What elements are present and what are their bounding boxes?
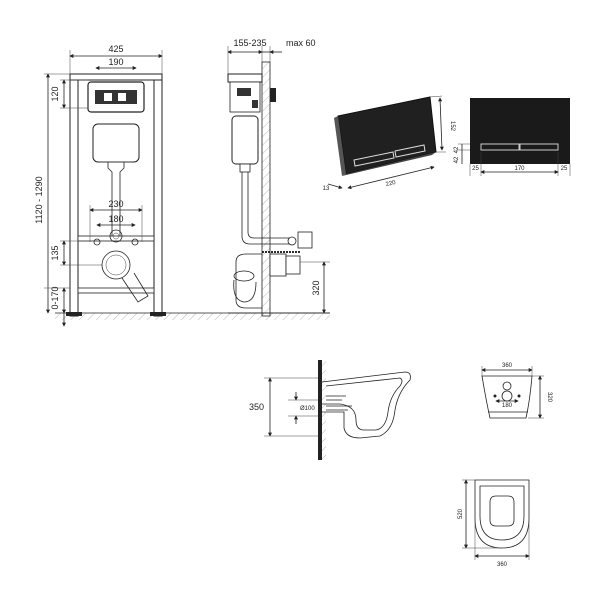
- toilet-top-view: 520 360: [458, 479, 530, 568]
- dim-max-depth: max 60: [286, 38, 316, 48]
- dim-frame-width: 425: [108, 44, 123, 54]
- side-downpipe: [241, 172, 262, 245]
- side-cistern: [231, 115, 259, 165]
- dim-margin-left: 25: [472, 166, 479, 172]
- dim-button-width: 170: [514, 166, 525, 172]
- toilet-top-outline: [474, 479, 530, 549]
- frame-right-upright: [153, 75, 163, 317]
- cistern: [92, 123, 140, 163]
- dim-hole-spacing: 180: [502, 403, 513, 409]
- toilet-side-view: 350 Ø100: [249, 360, 411, 460]
- flush-plate-face: [337, 96, 437, 175]
- dim-toilet-back-width: 360: [502, 363, 513, 369]
- dim-toilet-top-width: 360: [497, 562, 508, 568]
- dim-leg-adjust: 0-170: [50, 286, 60, 309]
- flush-inlet: [109, 229, 123, 243]
- frame-left-upright: [69, 75, 79, 317]
- dim-margin-right: 25: [561, 166, 568, 172]
- drain-bend: [121, 272, 149, 303]
- flush-pipe-outlet: [297, 231, 313, 249]
- frame-cross-bar: [77, 235, 155, 242]
- downpipe: [107, 162, 125, 236]
- right-foot: [150, 312, 166, 316]
- side-drain-bend: [233, 270, 255, 282]
- right-stud: [131, 238, 139, 246]
- dim-plate-thickness: 13: [323, 186, 330, 192]
- dim-module-width: 190: [108, 57, 123, 67]
- dim-outlet-spacing: 230: [108, 199, 123, 209]
- frame-top-bar: [69, 73, 163, 81]
- toilet-back-view: 360 180 320: [481, 363, 552, 419]
- dim-outlet-height: 320: [311, 280, 321, 295]
- dim-drain-height: 135: [50, 245, 60, 260]
- flush-plate-perspective: 152 220 13: [323, 95, 455, 192]
- flush-valve-right: [118, 93, 126, 101]
- toilet-outlet-pipe: [326, 405, 352, 411]
- frame-bottom-bar: [77, 287, 155, 294]
- flush-button-right: [394, 144, 426, 158]
- frame-front-view: 425 190 120 1120 - 1290 230 180 135 0-17…: [34, 44, 330, 327]
- toilet-wall: [318, 360, 322, 460]
- flush-water-inlet: [502, 381, 512, 391]
- frame-side-view: 155-235 max 60 320: [227, 38, 330, 317]
- dim-stud-spacing: 180: [108, 214, 123, 224]
- toilet-inner-bowl: [322, 377, 403, 431]
- dim-plate-height: 152: [449, 121, 455, 132]
- dim-outlet-diameter: Ø100: [300, 406, 315, 412]
- side-wall-bracket: [270, 88, 276, 102]
- flush-plate-front-face: [470, 98, 570, 164]
- left-foot: [66, 312, 82, 316]
- fixing-hole-left: [493, 394, 497, 398]
- flush-plate-front: 170 25 25 42 42: [454, 98, 571, 176]
- dim-margin-bottom: 42: [454, 156, 460, 163]
- toilet-bowl-opening: [489, 495, 515, 527]
- waste-outlet: [501, 390, 513, 402]
- dim-top-offset: 120: [50, 86, 60, 101]
- flush-valve-left: [104, 93, 112, 101]
- flush-mechanism: [95, 90, 137, 104]
- toilet-rim: [479, 485, 525, 541]
- toilet-back-outline: [481, 375, 533, 419]
- side-flush-mechanism: [237, 88, 251, 96]
- drain-inner: [105, 254, 127, 276]
- dim-frame-height: 1120 - 1290: [34, 176, 44, 223]
- toilet-bowl-outline: [321, 371, 411, 439]
- dim-toilet-height: 350: [249, 402, 264, 412]
- dim-plate-width: 220: [385, 180, 397, 188]
- flush-button-left: [353, 151, 395, 167]
- drain-connector: [269, 253, 287, 277]
- dim-toilet-back-height: 320: [546, 392, 552, 403]
- fixing-hole-right: [517, 394, 521, 398]
- left-stud: [93, 238, 101, 246]
- dim-frame-depth: 155-235: [233, 38, 266, 48]
- dim-toilet-length: 520: [458, 508, 464, 519]
- dim-margin-top: 42: [454, 146, 460, 153]
- front-button-left: [480, 143, 520, 151]
- floor-hatch: [55, 313, 330, 320]
- front-button-right: [519, 143, 559, 151]
- wall-section: [261, 61, 271, 317]
